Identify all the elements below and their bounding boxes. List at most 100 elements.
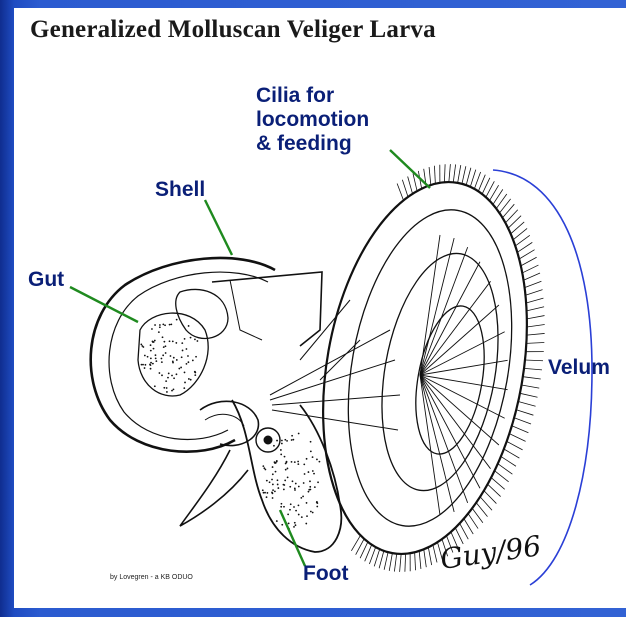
cilium bbox=[484, 491, 497, 504]
stipple-dot bbox=[155, 360, 157, 362]
stipple-dot bbox=[195, 356, 197, 358]
stipple-dot bbox=[163, 387, 165, 389]
stipple-dot bbox=[165, 352, 167, 354]
stipple-dot bbox=[281, 443, 283, 445]
stipple-dot bbox=[169, 324, 171, 326]
artist-credit: by Lovegren - a KB ODUO bbox=[110, 574, 193, 581]
stipple-dot bbox=[287, 513, 289, 515]
cilium bbox=[491, 478, 505, 490]
stipple-dot bbox=[180, 367, 182, 369]
stipple-dot bbox=[190, 337, 192, 339]
cilium bbox=[501, 456, 516, 466]
stipple-dot bbox=[306, 502, 308, 504]
stipple-dot bbox=[188, 378, 190, 380]
stipple-dot bbox=[272, 473, 274, 475]
stipple-dot bbox=[271, 479, 273, 481]
stipple-dot bbox=[170, 323, 172, 325]
stipple-dot bbox=[181, 356, 183, 358]
shell-drawing bbox=[91, 258, 322, 452]
stipple-dot bbox=[294, 461, 296, 463]
stipple-dot bbox=[297, 461, 299, 463]
cilia-label-line-3: & feeding bbox=[256, 132, 369, 156]
gut-leader-line bbox=[70, 287, 138, 322]
cilium bbox=[474, 172, 480, 189]
cilium bbox=[525, 290, 542, 296]
stipple-dot bbox=[161, 361, 163, 363]
stipple-dot bbox=[176, 359, 178, 361]
cilium bbox=[434, 166, 435, 184]
stipple-dot bbox=[171, 390, 173, 392]
stipple-dot bbox=[303, 482, 305, 484]
stipple-dot bbox=[295, 483, 297, 485]
stipple-dot bbox=[147, 356, 149, 358]
stipple-dot bbox=[163, 346, 165, 348]
cilium bbox=[476, 503, 487, 517]
foot-leader-line bbox=[280, 510, 305, 566]
stipple-dot bbox=[298, 514, 300, 516]
stipple-dot bbox=[274, 490, 276, 492]
stipple-dot bbox=[159, 326, 161, 328]
cilium bbox=[526, 298, 543, 303]
cilium bbox=[405, 554, 406, 572]
stipple-dot bbox=[150, 344, 152, 346]
velum-label: Velum bbox=[548, 356, 610, 380]
stipple-dot bbox=[144, 367, 146, 369]
stipple-dot bbox=[310, 450, 312, 452]
cilium bbox=[424, 549, 427, 567]
stipple-dot bbox=[310, 441, 312, 443]
stipple-dot bbox=[280, 454, 282, 456]
stipple-dot bbox=[165, 345, 167, 347]
stipple-dot bbox=[284, 480, 286, 482]
stipple-dot bbox=[175, 342, 177, 344]
stipple-dot bbox=[163, 341, 165, 343]
stipple-dot bbox=[183, 387, 185, 389]
stipple-dot bbox=[297, 463, 299, 465]
stipple-dot bbox=[312, 512, 314, 514]
shell-label: Shell bbox=[155, 178, 205, 202]
stipple-dot bbox=[281, 440, 283, 442]
cilium bbox=[468, 514, 478, 529]
stipple-dot bbox=[285, 469, 287, 471]
stipple-dot bbox=[145, 364, 147, 366]
cilium bbox=[433, 545, 437, 563]
stipple-dot bbox=[294, 488, 296, 490]
stipple-dot bbox=[158, 331, 160, 333]
stipple-dot bbox=[305, 523, 307, 525]
stipple-dot bbox=[316, 459, 318, 461]
cilium bbox=[374, 549, 379, 566]
stipple-dot bbox=[150, 350, 152, 352]
cilia-label-line-1: Cilia for bbox=[256, 84, 369, 108]
stipple-dot bbox=[303, 464, 305, 466]
stipple-dot bbox=[166, 391, 168, 393]
stipple-dot bbox=[186, 348, 188, 350]
stipple-dot bbox=[173, 377, 175, 379]
foot-label: Foot bbox=[303, 562, 348, 586]
stipple-dot bbox=[304, 473, 306, 475]
velum-strand bbox=[420, 375, 480, 488]
cilium bbox=[524, 368, 542, 370]
stipple-dot bbox=[184, 338, 186, 340]
stipple-dot bbox=[314, 486, 316, 488]
stipple-dot bbox=[178, 368, 180, 370]
cilium bbox=[384, 552, 388, 570]
stipple-dot bbox=[306, 515, 308, 517]
velum-drawing bbox=[296, 164, 554, 572]
stipple-dot bbox=[276, 520, 278, 522]
stipple-dot bbox=[272, 466, 274, 468]
cilia-label: Cilia for locomotion & feeding bbox=[256, 84, 369, 156]
cilium bbox=[408, 176, 413, 193]
stipple-dot bbox=[164, 324, 166, 326]
stipple-dot bbox=[162, 324, 164, 326]
cilium bbox=[519, 250, 534, 259]
cilium bbox=[402, 180, 408, 197]
stipple-dot bbox=[150, 362, 152, 364]
cilia-label-line-2: locomotion bbox=[256, 108, 369, 132]
stipple-dot bbox=[188, 361, 190, 363]
stipple-dot bbox=[194, 374, 196, 376]
cilium bbox=[515, 235, 530, 246]
stipple-dot bbox=[181, 342, 183, 344]
stipple-dot bbox=[262, 489, 264, 491]
stipple-dot bbox=[309, 480, 311, 482]
cilium bbox=[415, 552, 416, 570]
cilium bbox=[525, 360, 543, 361]
